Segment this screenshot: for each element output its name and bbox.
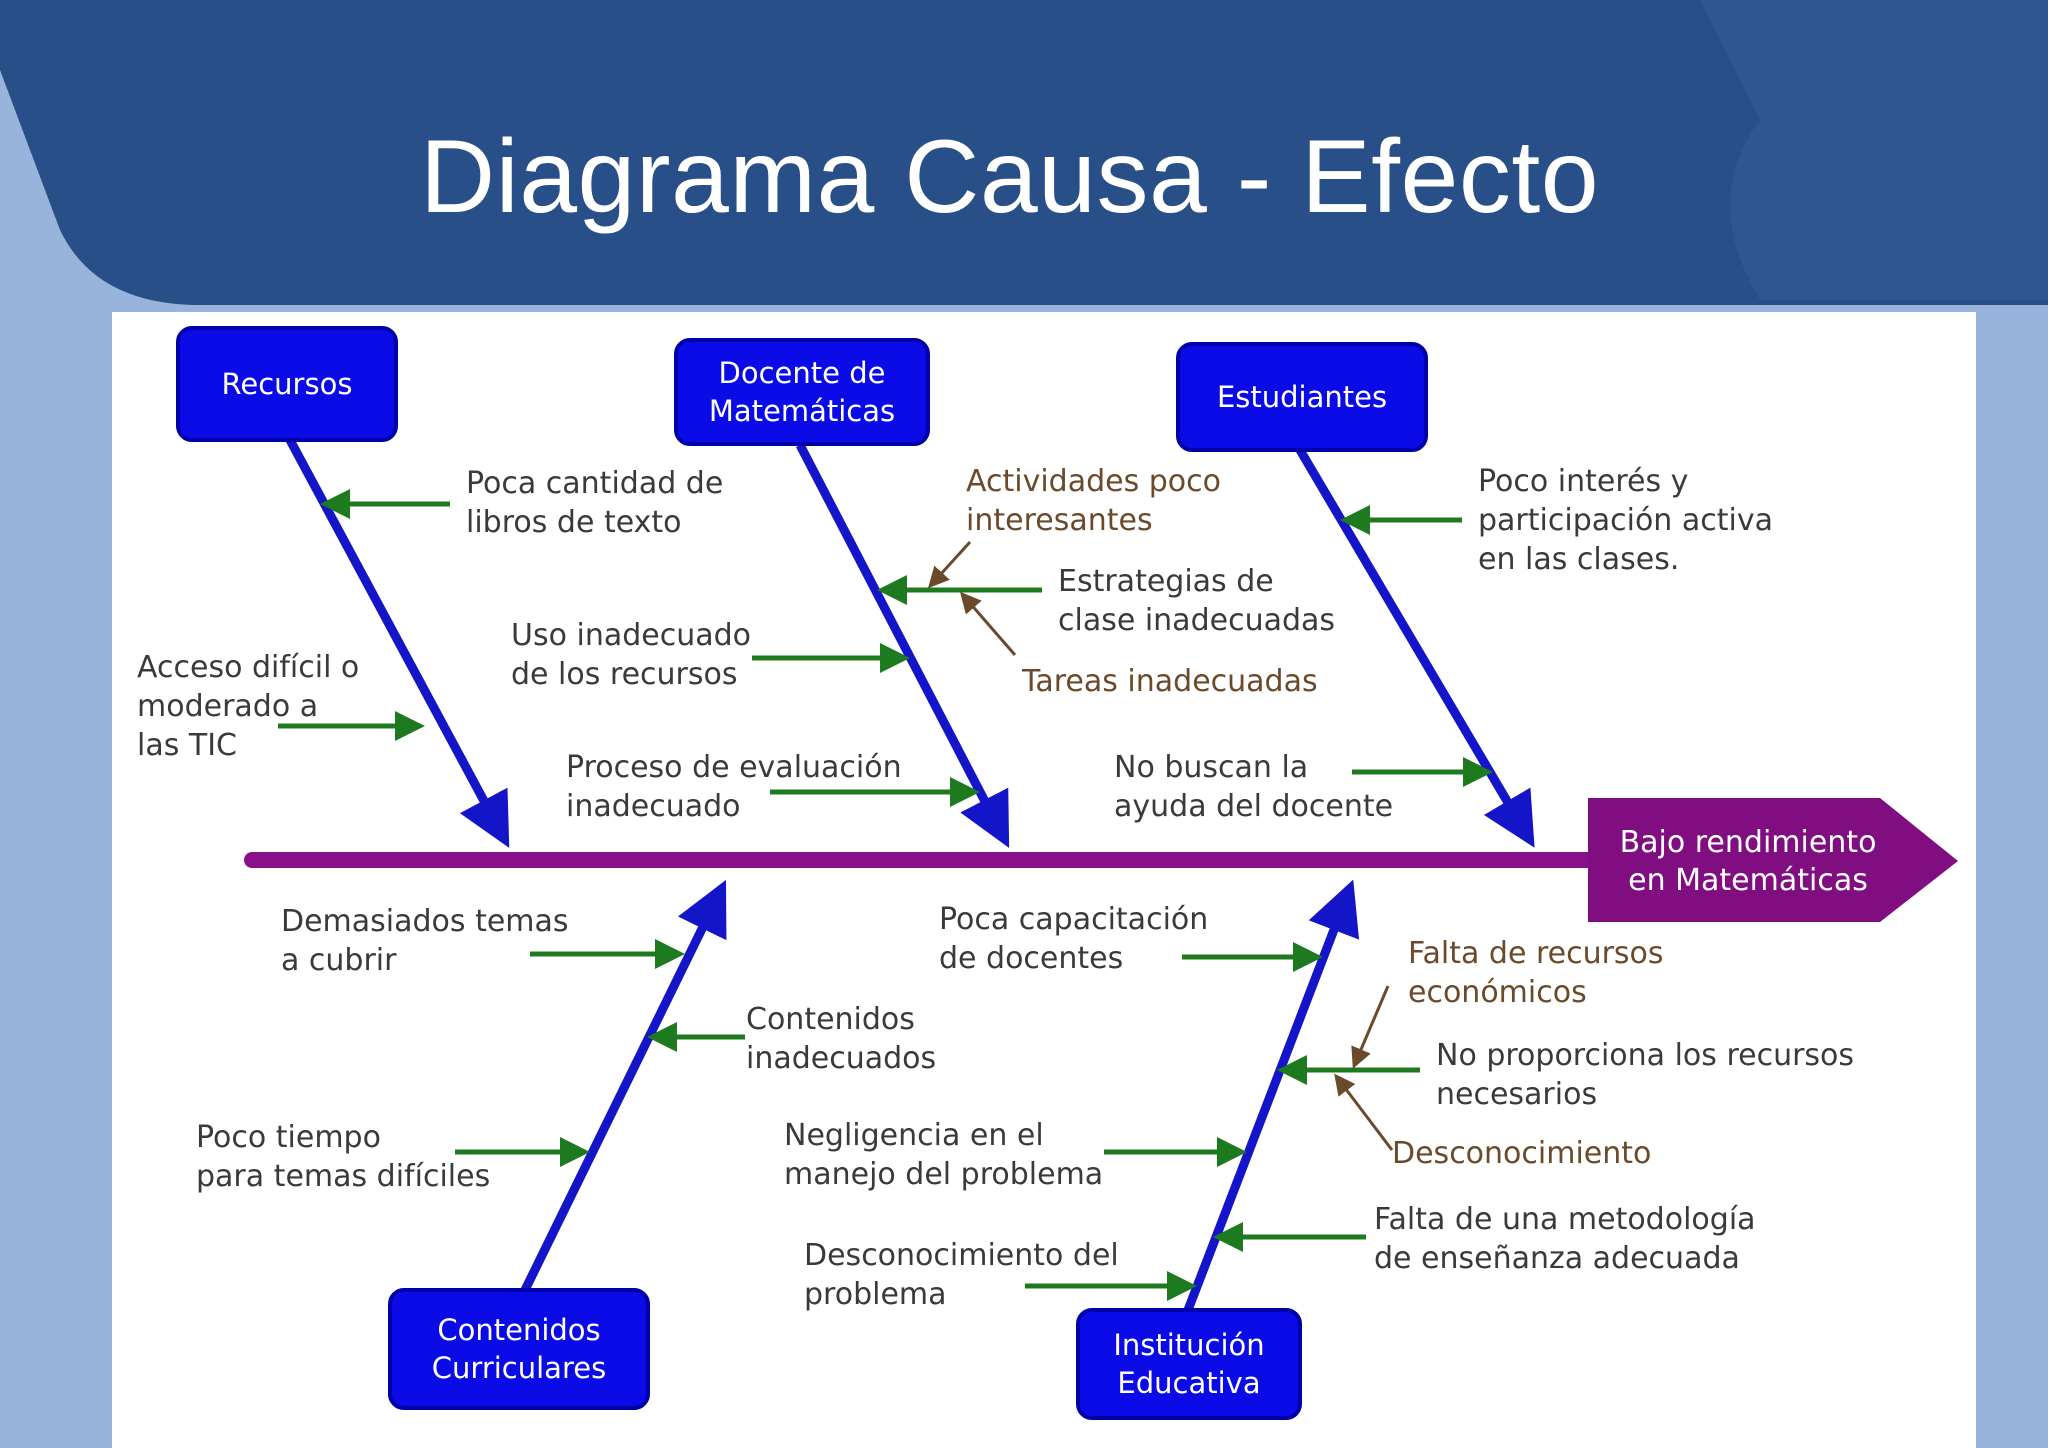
category-contenidos-line-1: Contenidos (437, 1313, 601, 1347)
cause-tareas-inadecuadas: Tareas inadecuadas (1022, 662, 1318, 701)
cause-line: participación activa (1478, 503, 1773, 538)
cause-demasiados-temas: Demasiados temas a cubrir (281, 902, 569, 980)
category-recursos-label: Recursos (221, 367, 353, 401)
cause-line: Poco interés y (1478, 464, 1689, 499)
category-institucion-line-1: Institución (1113, 1328, 1265, 1362)
cause-poco-interes: Poco interés y participación activa en l… (1478, 462, 1773, 579)
cause-line: interesantes (966, 503, 1153, 538)
effect-line-2: en Matemáticas (1628, 863, 1868, 898)
cause-line: Contenidos (746, 1002, 915, 1037)
cause-estrategias-de-clase: Estrategias de clase inadecuadas (1058, 562, 1335, 640)
cause-line: para temas difíciles (196, 1159, 491, 1194)
cause-line: Acceso difícil o (137, 650, 360, 685)
category-contenidos: Contenidos Curriculares (388, 1288, 650, 1410)
slide-title: Diagrama Causa - Efecto (420, 119, 1600, 235)
cause-line: Estrategias de (1058, 564, 1274, 599)
bone-docente (796, 442, 1010, 848)
cause-line: de docentes (939, 941, 1124, 976)
cause-line: ayuda del docente (1114, 789, 1394, 824)
header-decoration (1700, 0, 2048, 300)
cause-line: moderado a (137, 689, 319, 724)
cause-line: de enseñanza adecuada (1374, 1241, 1740, 1276)
cause-line: económicos (1408, 975, 1587, 1010)
cause-contenidos-inadecuados: Contenidos inadecuados (746, 1000, 936, 1078)
cause-line: inadecuado (566, 789, 741, 824)
cause-line: manejo del problema (784, 1157, 1104, 1192)
cause-line: clase inadecuadas (1058, 603, 1336, 638)
category-docente-line-1: Docente de (718, 356, 886, 390)
cause-line: inadecuados (746, 1041, 937, 1076)
effect-head (1588, 798, 1958, 922)
cause-proceso-evaluacion: Proceso de evaluación inadecuado (566, 748, 902, 826)
cause-line: Falta de una metodología (1374, 1202, 1756, 1237)
cause-line: Negligencia en el (784, 1118, 1044, 1153)
cause-falta-metodologia: Falta de una metodología de enseñanza ad… (1374, 1200, 1756, 1278)
category-estudiantes: Estudiantes (1176, 342, 1428, 452)
subarrow-tareas (960, 591, 1017, 656)
cause-poca-capacitacion: Poca capacitación de docentes (939, 900, 1208, 978)
cause-line: No proporciona los recursos (1436, 1038, 1855, 1073)
cause-line: Actividades poco (966, 464, 1222, 499)
cause-line: Demasiados temas (281, 904, 569, 939)
cause-line: necesarios (1436, 1077, 1598, 1112)
subarrow-desconocimiento (1334, 1073, 1394, 1151)
cause-line: Tareas inadecuadas (1022, 664, 1318, 699)
bone-contenidos (520, 879, 727, 1292)
cause-line: libros de texto (466, 505, 682, 540)
cause-line: Proceso de evaluación (566, 750, 902, 785)
cause-line: Poco tiempo (196, 1120, 381, 1155)
cause-line: de los recursos (511, 657, 738, 692)
cause-poca-cantidad: Poca cantidad de libros de texto (466, 464, 723, 542)
category-institucion: Institución Educativa (1076, 1308, 1302, 1420)
cause-actividades-poco-interesantes: Actividades poco interesantes (966, 462, 1221, 540)
cause-desconocimiento-problema: Desconocimiento del problema (804, 1236, 1119, 1314)
cause-line: las TIC (137, 728, 238, 763)
cause-falta-recursos-economicos: Falta de recursos económicos (1408, 934, 1664, 1012)
category-contenidos-line-2: Curriculares (431, 1351, 607, 1385)
category-estudiantes-label: Estudiantes (1216, 380, 1388, 414)
cause-line: Falta de recursos (1408, 936, 1664, 971)
cause-no-proporciona-recursos: No proporciona los recursos necesarios (1436, 1036, 1854, 1114)
cause-line: en las clases. (1478, 542, 1680, 577)
cause-line: Desconocimiento del (804, 1238, 1119, 1273)
subarrow-falta-recursos (1351, 985, 1390, 1069)
category-docente: Docente de Matemáticas (674, 338, 930, 446)
cause-poco-tiempo: Poco tiempo para temas difíciles (196, 1118, 490, 1196)
cause-line: Uso inadecuado (511, 618, 751, 653)
bone-institucion (1183, 879, 1360, 1312)
category-institucion-line-2: Educativa (1117, 1366, 1261, 1400)
cause-no-buscan-ayuda: No buscan la ayuda del docente (1114, 748, 1393, 826)
effect-line-1: Bajo rendimiento (1619, 825, 1877, 860)
header-band (0, 0, 2048, 305)
cause-line: Desconocimiento (1392, 1136, 1652, 1171)
category-docente-line-2: Matemáticas (708, 394, 896, 428)
cause-line: a cubrir (281, 943, 397, 978)
cause-uso-inadecuado: Uso inadecuado de los recursos (511, 616, 751, 694)
cause-line: Poca cantidad de (466, 466, 724, 501)
category-recursos: Recursos (176, 326, 398, 442)
effect-label: Bajo rendimiento en Matemáticas (1588, 824, 1908, 900)
subarrow-actividades (927, 540, 972, 589)
cause-negligencia: Negligencia en el manejo del problema (784, 1116, 1103, 1194)
cause-line: No buscan la (1114, 750, 1309, 785)
cause-desconocimiento: Desconocimiento (1392, 1134, 1651, 1173)
cause-line: problema (804, 1277, 947, 1312)
cause-acceso-dificil: Acceso difícil o moderado a las TIC (137, 648, 359, 765)
cause-line: Poca capacitación (939, 902, 1209, 937)
